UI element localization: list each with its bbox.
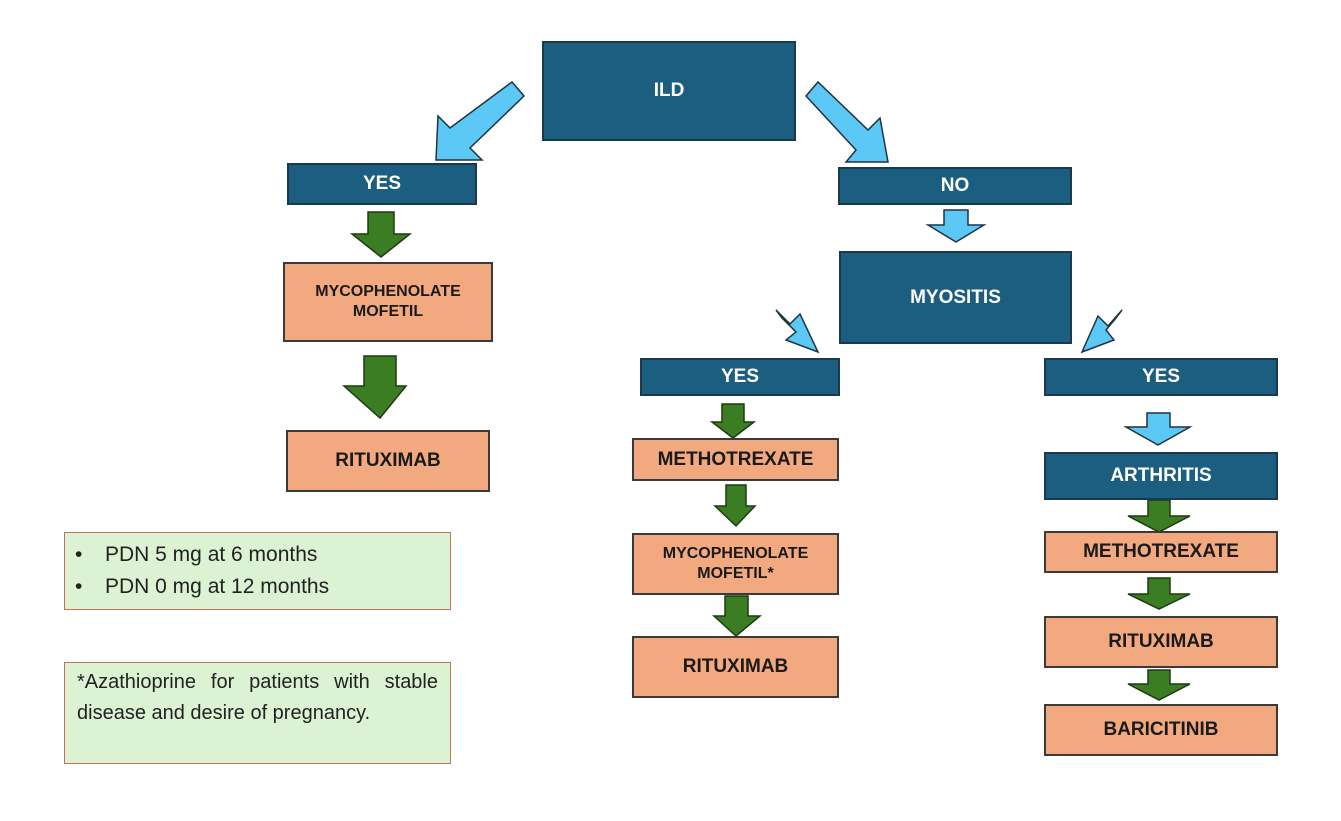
arrow-yes-to-arthritis xyxy=(1123,412,1193,446)
arrow-myositis-to-yes-right xyxy=(1080,309,1123,354)
node-myositis-yes-right: YES xyxy=(1044,358,1278,396)
arrow-yes-to-mtx-left xyxy=(709,403,757,439)
arrow-no-to-myositis xyxy=(925,209,987,243)
arrow-ild-to-yes xyxy=(435,80,526,161)
azathioprine-footnote: *Azathioprine for patients with stable d… xyxy=(64,662,451,764)
treatment-myositis-mmf: MYCOPHENOLATE MOFETIL* xyxy=(632,533,839,595)
node-myositis-yes-right-label: YES xyxy=(1141,366,1181,388)
treatment-label: MYCOPHENOLATE MOFETIL* xyxy=(662,545,809,582)
treatment-label: RITUXIMAB xyxy=(1108,631,1214,653)
prednisone-item: PDN 5 mg at 6 months xyxy=(75,539,450,571)
node-ild-no: NO xyxy=(838,167,1072,205)
node-arthritis-label: ARTHRITIS xyxy=(1110,465,1212,487)
treatment-myositis-rituximab: RITUXIMAB xyxy=(632,636,839,698)
treatment-arthritis-rituximab: RITUXIMAB xyxy=(1044,616,1278,668)
node-myositis-label: MYOSITIS xyxy=(910,286,1001,308)
arrow-yes-to-mmf xyxy=(349,211,413,258)
node-myositis-yes-left: YES xyxy=(640,358,840,396)
arrow-mmf-to-rituximab-left xyxy=(712,595,763,637)
treatment-arthritis-baricitinib: BARICITINIB xyxy=(1044,704,1278,756)
treatment-label: BARICITINIB xyxy=(1103,719,1219,741)
arrow-ild-to-no xyxy=(804,80,889,163)
treatment-ild-mmf: MYCOPHENOLATE MOFETIL xyxy=(283,262,493,342)
arrow-mtx-to-mmf-left xyxy=(713,484,757,528)
node-ild-yes: YES xyxy=(287,163,477,205)
treatment-ild-rituximab: RITUXIMAB xyxy=(286,430,490,492)
treatment-label: METHOTREXATE xyxy=(657,448,814,470)
arrow-rituximab-to-baricitinib xyxy=(1127,669,1191,701)
treatment-label: RITUXIMAB xyxy=(682,656,789,678)
arrow-myositis-to-yes-left xyxy=(775,309,820,354)
treatment-label: MYCOPHENOLATE MOFETIL xyxy=(315,283,461,320)
arrow-mmf-to-rituximab xyxy=(342,355,408,420)
node-myositis: MYOSITIS xyxy=(839,251,1072,344)
treatment-arthritis-mtx: METHOTREXATE xyxy=(1044,531,1278,573)
node-ild-yes-label: YES xyxy=(362,173,402,195)
prednisone-note: PDN 5 mg at 6 months PDN 0 mg at 12 mont… xyxy=(64,532,451,610)
node-ild: ILD xyxy=(542,41,796,141)
treatment-myositis-mtx: METHOTREXATE xyxy=(632,438,839,481)
arrow-arthritis-to-mtx xyxy=(1127,499,1191,533)
treatment-label: RITUXIMAB xyxy=(335,450,441,472)
prednisone-list: PDN 5 mg at 6 months PDN 0 mg at 12 mont… xyxy=(65,539,450,603)
treatment-label: METHOTREXATE xyxy=(1083,541,1239,563)
prednisone-item: PDN 0 mg at 12 months xyxy=(75,571,450,603)
node-ild-no-label: NO xyxy=(940,175,970,197)
node-myositis-yes-left-label: YES xyxy=(720,366,760,388)
node-ild-label: ILD xyxy=(653,80,685,102)
node-arthritis: ARTHRITIS xyxy=(1044,452,1278,500)
arrow-mtx-to-rituximab-right xyxy=(1127,577,1191,610)
